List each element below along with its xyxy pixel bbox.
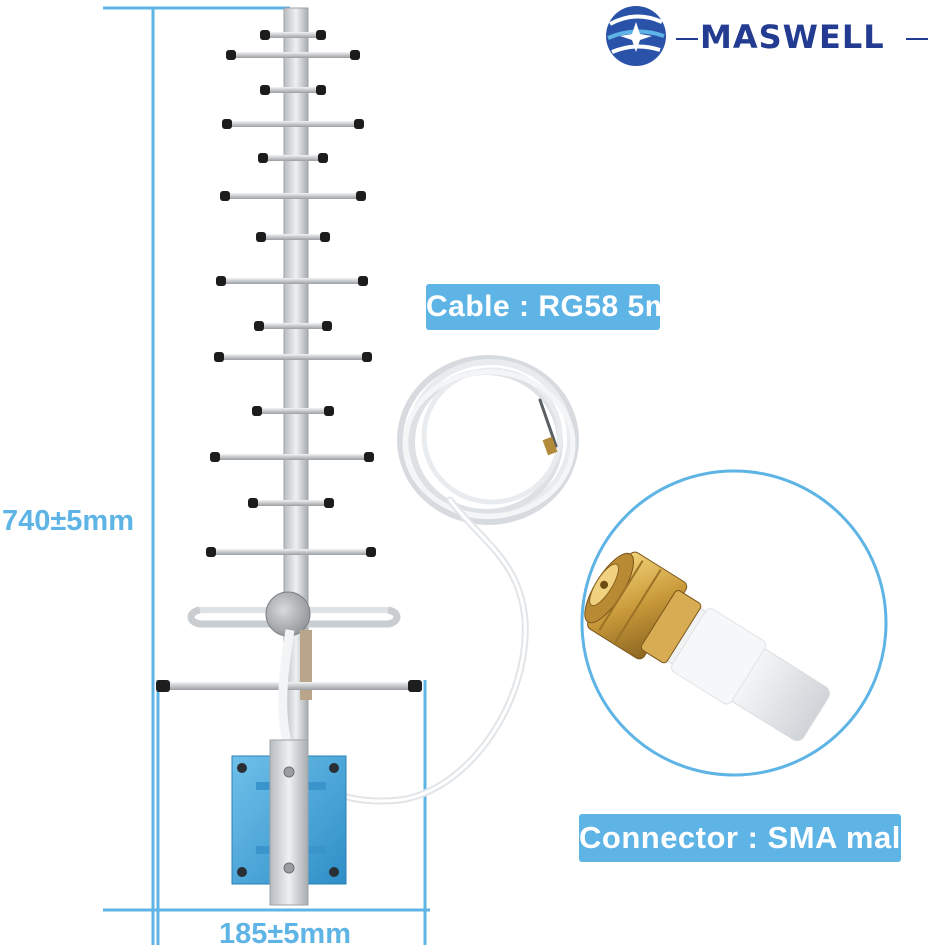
brand-dash-left	[676, 38, 698, 40]
maswell-logo-icon	[606, 6, 666, 66]
director-rod	[252, 500, 330, 506]
director-rod	[210, 549, 372, 555]
director-rod	[262, 155, 324, 161]
director-end-cap	[318, 153, 328, 163]
director-end-cap	[260, 30, 270, 40]
director-end-cap	[364, 452, 374, 462]
director-elements	[206, 30, 376, 557]
director-end-cap	[210, 452, 220, 462]
mounting-plate	[231, 739, 347, 906]
director-end-cap	[366, 547, 376, 557]
director-end-cap	[362, 352, 372, 362]
director-end-cap	[220, 191, 230, 201]
director-end-cap	[260, 85, 270, 95]
director-end-cap	[354, 119, 364, 129]
director-end-cap	[316, 30, 326, 40]
director-end-cap	[350, 50, 360, 60]
director-end-cap	[316, 85, 326, 95]
feed-hub	[265, 591, 311, 637]
director-end-cap	[358, 276, 368, 286]
director-rod	[220, 278, 364, 284]
director-end-cap	[222, 119, 232, 129]
director-end-cap	[324, 498, 334, 508]
director-end-cap	[258, 153, 268, 163]
brand-name: MASWELL	[700, 18, 885, 56]
connector-spec-label: Connector : SMA male	[579, 814, 918, 862]
reflector-element	[156, 680, 422, 692]
director-end-cap	[356, 191, 366, 201]
director-rod	[218, 354, 368, 360]
director-end-cap	[324, 406, 334, 416]
brand-dash-right	[906, 38, 928, 40]
director-rod	[260, 234, 326, 240]
director-rod	[224, 193, 362, 199]
director-end-cap	[322, 321, 332, 331]
director-end-cap	[216, 276, 226, 286]
director-rod	[258, 323, 328, 329]
height-dimension-text: 740±5mm	[2, 505, 135, 537]
director-end-cap	[252, 406, 262, 416]
director-rod	[264, 32, 322, 38]
width-dimension-text: 185±5mm	[219, 918, 352, 950]
cable-spec-label: Cable : RG58 5m	[426, 284, 671, 330]
director-end-cap	[320, 232, 330, 242]
director-end-cap	[226, 50, 236, 60]
width-dimension-line	[156, 680, 430, 945]
director-rod	[256, 408, 330, 414]
connector-zoom-circle	[580, 469, 888, 777]
director-rod	[264, 87, 322, 93]
director-rod	[230, 52, 356, 58]
director-end-cap	[206, 547, 216, 557]
director-rod	[226, 121, 360, 127]
director-end-cap	[214, 352, 224, 362]
director-end-cap	[256, 232, 266, 242]
director-rod	[214, 454, 370, 460]
director-end-cap	[254, 321, 264, 331]
cable-coil	[291, 355, 579, 805]
director-end-cap	[248, 498, 258, 508]
